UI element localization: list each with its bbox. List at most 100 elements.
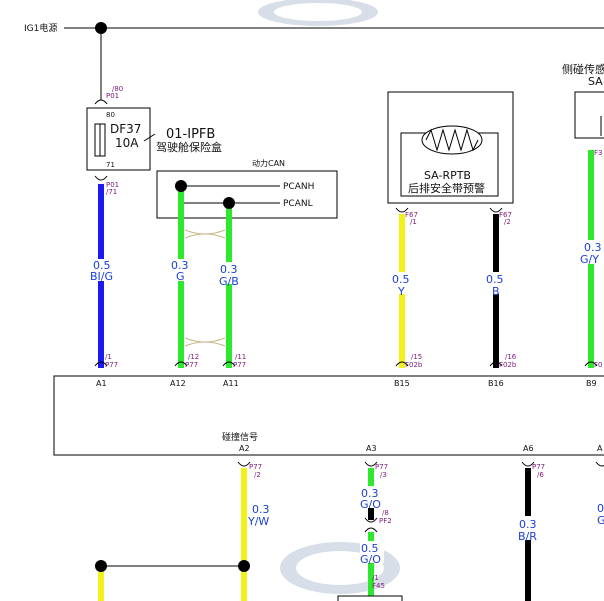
wire-b16-size: 0.5 bbox=[486, 273, 504, 286]
fuse-name: DF37 bbox=[110, 122, 141, 136]
pin-a6-label: A6 bbox=[523, 444, 534, 453]
wire-right-size: 0 bbox=[597, 502, 604, 515]
wire-a12-color: G bbox=[176, 270, 185, 283]
wire-a1-color: BI/G bbox=[90, 270, 113, 283]
wire-a2-size: 0.3 bbox=[252, 503, 270, 516]
sensor-right-pin: /2 bbox=[504, 218, 511, 226]
acu-module-box bbox=[53, 375, 604, 456]
sensor-name: SA-RPTB bbox=[424, 169, 471, 182]
module-bottom-terminals bbox=[237, 461, 604, 467]
sensor-left-pin: /1 bbox=[410, 218, 417, 226]
wire-a1-label-bg bbox=[88, 259, 114, 281]
lower-conn-pin: /1 bbox=[372, 574, 379, 582]
pin-b16-conn: F02b bbox=[499, 361, 517, 369]
wire-a3-lower-size: 0.5 bbox=[361, 542, 379, 555]
splice-dot-a2 bbox=[238, 560, 250, 572]
can-box bbox=[156, 170, 338, 219]
wire-right-color: G bbox=[597, 514, 604, 527]
pin-b15-label: B15 bbox=[394, 379, 410, 388]
pin-a6-conn: P77 bbox=[532, 463, 545, 471]
fuse-top-conn-pin: /80 bbox=[112, 85, 123, 93]
heater-coil-icon bbox=[425, 128, 479, 152]
can-low-node bbox=[223, 197, 235, 209]
wire-b9-label-bg bbox=[578, 240, 604, 264]
wire-a2-label-bg bbox=[247, 502, 275, 526]
splice-dot-left bbox=[95, 560, 107, 572]
pin-a3-label: A3 bbox=[366, 444, 377, 453]
pin-a3-num: /3 bbox=[380, 471, 387, 479]
fuse-box-code: 01-IPFB bbox=[166, 127, 215, 142]
pin-a-partial-label: A bbox=[597, 444, 603, 453]
pin-b9-conn: F0 bbox=[594, 361, 602, 369]
wire-a6-size: 0.3 bbox=[519, 518, 537, 531]
module-top-terminals bbox=[94, 361, 598, 367]
pin-a1-conn: P77 bbox=[105, 361, 118, 369]
side-sensor-box bbox=[574, 91, 604, 139]
fuse-bottom-conn-pin: /71 bbox=[106, 188, 117, 196]
inline-conn-top-terminal bbox=[364, 517, 378, 523]
wire-a6-color: B/R bbox=[518, 530, 537, 543]
pin-b9-label: B9 bbox=[586, 379, 597, 388]
pin-a2-num: /2 bbox=[254, 471, 261, 479]
fuse-box-name: 驾驶舱保险盒 bbox=[156, 140, 222, 154]
pin-b16-num: /16 bbox=[505, 353, 517, 361]
pin-a1-num: /1 bbox=[105, 353, 112, 361]
fuse-bottom-pin: 71 bbox=[106, 161, 115, 169]
pin-a12-num: /12 bbox=[188, 353, 199, 361]
wire-a1-size: 0.5 bbox=[93, 259, 111, 272]
can-title: 动力CAN bbox=[252, 158, 285, 168]
wire-b15-size: 0.5 bbox=[392, 273, 410, 286]
fuse-bottom-conn: P01 bbox=[106, 181, 119, 189]
pin-a2-label: A2 bbox=[239, 444, 250, 453]
pin-a3-conn: P77 bbox=[375, 463, 388, 471]
wire-b9-color: G/Y bbox=[580, 253, 599, 266]
pin-a11-label: A11 bbox=[223, 379, 239, 388]
wire-b9-size: 0.3 bbox=[584, 241, 602, 254]
can-low-label: PCANL bbox=[283, 199, 313, 209]
side-sensor-code: SA bbox=[588, 75, 603, 88]
fuse-top-conn: P01 bbox=[106, 92, 119, 100]
twist-mark-bottom bbox=[184, 337, 226, 347]
inline-conn-name: PF2 bbox=[379, 517, 392, 525]
pin-a1-label: A1 bbox=[96, 379, 107, 388]
pin-b16-label: B16 bbox=[488, 379, 504, 388]
wire-a2-color: Y/W bbox=[247, 515, 269, 528]
pin-b15-conn: F02b bbox=[405, 361, 423, 369]
wire-b15-color: Y bbox=[397, 285, 405, 298]
pin-a11-conn: P77 bbox=[233, 361, 246, 369]
pin-a6-num: /6 bbox=[537, 471, 544, 479]
wire-b16-color: B bbox=[492, 285, 500, 298]
wire-a11-color: G/B bbox=[219, 275, 239, 288]
watermark-logo-top bbox=[258, 0, 378, 26]
wire-a12-label-bg bbox=[168, 259, 194, 281]
wire-a11-size: 0.3 bbox=[220, 263, 238, 276]
pin-a12-conn: P77 bbox=[185, 361, 198, 369]
pin-a2-conn: P77 bbox=[249, 463, 262, 471]
fuse-top-terminal bbox=[94, 99, 108, 105]
sensor-left-terminal bbox=[395, 207, 409, 213]
wire-a12-size: 0.3 bbox=[171, 259, 189, 272]
wire-a3-lower-color: G/O bbox=[360, 553, 381, 566]
inline-conn-bottom-terminal bbox=[364, 527, 378, 533]
wire-a3-color: G/O bbox=[360, 498, 381, 511]
sensor-right-terminal bbox=[489, 207, 503, 213]
lower-conn-name: F45 bbox=[372, 582, 385, 590]
fuse-bottom-terminal bbox=[94, 175, 108, 181]
wire-a3-label-bg bbox=[360, 486, 384, 508]
sensor-desc: 后排安全带预警 bbox=[408, 181, 485, 195]
sensor-left-conn: F67 bbox=[405, 211, 418, 219]
wire-a3-size: 0.3 bbox=[361, 487, 379, 500]
pin-b15-num: /15 bbox=[411, 353, 422, 361]
fuse-leader-line bbox=[143, 133, 156, 142]
wire-a6-label-bg bbox=[516, 516, 542, 540]
sensor-right-conn: F67 bbox=[499, 211, 512, 219]
fuse-top-pin: 80 bbox=[106, 111, 115, 119]
wire-a3-lower-label-bg bbox=[360, 541, 384, 563]
module-crash-signal-label: 碰撞信号 bbox=[222, 431, 258, 443]
wire-b16-label-bg bbox=[483, 272, 509, 294]
wire-b15-label-bg bbox=[389, 272, 415, 294]
side-sensor-conn: F3 bbox=[594, 149, 602, 157]
pin-a12-label: A12 bbox=[170, 379, 186, 388]
inline-conn-pin: /8 bbox=[382, 509, 389, 517]
